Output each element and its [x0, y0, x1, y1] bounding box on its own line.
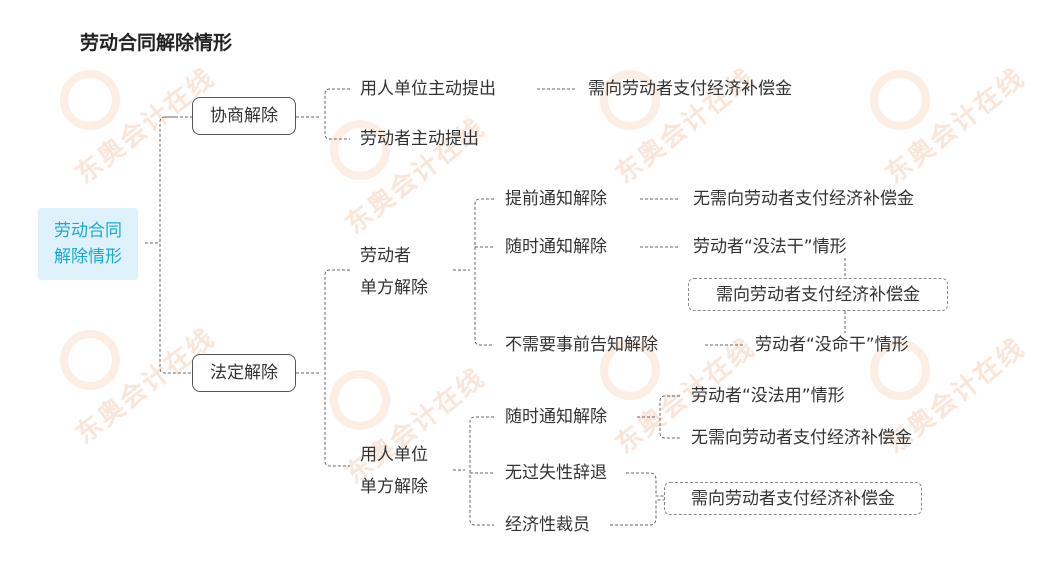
connector — [324, 88, 350, 140]
root-node: 劳动合同 解除情形 — [38, 208, 138, 280]
connector — [159, 116, 192, 374]
node-xieshang: 协商解除 — [192, 97, 296, 135]
node-shared-compensation: 需向劳动者支付经济补偿金 — [688, 278, 948, 311]
connector — [610, 499, 664, 526]
watermark: 东奥会计在线 — [600, 63, 761, 190]
node-no-notice: 不需要事前告知解除 — [505, 335, 658, 355]
watermark: 东奥会计在线 — [870, 333, 1031, 460]
node-no-notice-result: 劳动者“没命干”情形 — [755, 335, 909, 355]
connector — [474, 198, 494, 346]
watermark-logo-icon — [60, 330, 120, 390]
root-label-line1: 劳动合同 — [54, 221, 122, 241]
node-fading: 法定解除 — [192, 354, 296, 392]
node-no-fault-dismissal: 无过失性辞退 — [505, 463, 607, 483]
watermark: 东奥会计在线 — [330, 113, 491, 240]
node-employer-result: 需向劳动者支付经济补偿金 — [588, 79, 792, 99]
node-employer-compensation: 需向劳动者支付经济补偿金 — [664, 482, 922, 515]
node-anytime-result: 劳动者“没法干”情形 — [693, 237, 847, 257]
watermark-logo-icon — [60, 70, 120, 130]
node-advance-result: 无需向劳动者支付经济补偿金 — [693, 189, 914, 209]
node-employee-proposes: 劳动者主动提出 — [360, 129, 479, 149]
watermark: 东奥会计在线 — [60, 323, 221, 450]
node-employer-unilateral-line2: 单方解除 — [360, 477, 428, 497]
node-advance-notice: 提前通知解除 — [505, 189, 607, 209]
connector — [626, 472, 664, 497]
node-employer-proposes: 用人单位主动提出 — [360, 79, 496, 99]
root-label-line2: 解除情形 — [54, 247, 122, 267]
node-employer-unilateral-line1: 用人单位 — [360, 445, 428, 465]
node-employer-anytime-notice: 随时通知解除 — [505, 407, 607, 427]
connector — [659, 395, 680, 439]
watermark-logo-icon — [330, 120, 390, 180]
watermark-logo-icon — [870, 70, 930, 130]
watermark-logo-icon — [600, 340, 660, 400]
watermark: 东奥会计在线 — [330, 363, 491, 490]
connector — [324, 269, 350, 467]
node-economic-layoff: 经济性裁员 — [505, 515, 590, 535]
watermark-logo-icon — [330, 370, 390, 430]
connector — [469, 416, 494, 526]
node-employee-unilateral-line2: 单方解除 — [360, 278, 428, 298]
page-title: 劳动合同解除情形 — [80, 32, 233, 54]
watermark-logo-icon — [870, 340, 930, 400]
node-employer-anytime-result: 无需向劳动者支付经济补偿金 — [691, 428, 912, 448]
watermark: 东奥会计在线 — [600, 333, 761, 460]
node-employer-anytime-case: 劳动者“没法用”情形 — [691, 386, 845, 406]
watermark-logo-icon — [600, 70, 660, 130]
node-anytime-notice: 随时通知解除 — [505, 237, 607, 257]
node-employee-unilateral-line1: 劳动者 — [360, 246, 411, 266]
watermark: 东奥会计在线 — [870, 63, 1031, 190]
watermark: 东奥会计在线 — [60, 63, 221, 190]
